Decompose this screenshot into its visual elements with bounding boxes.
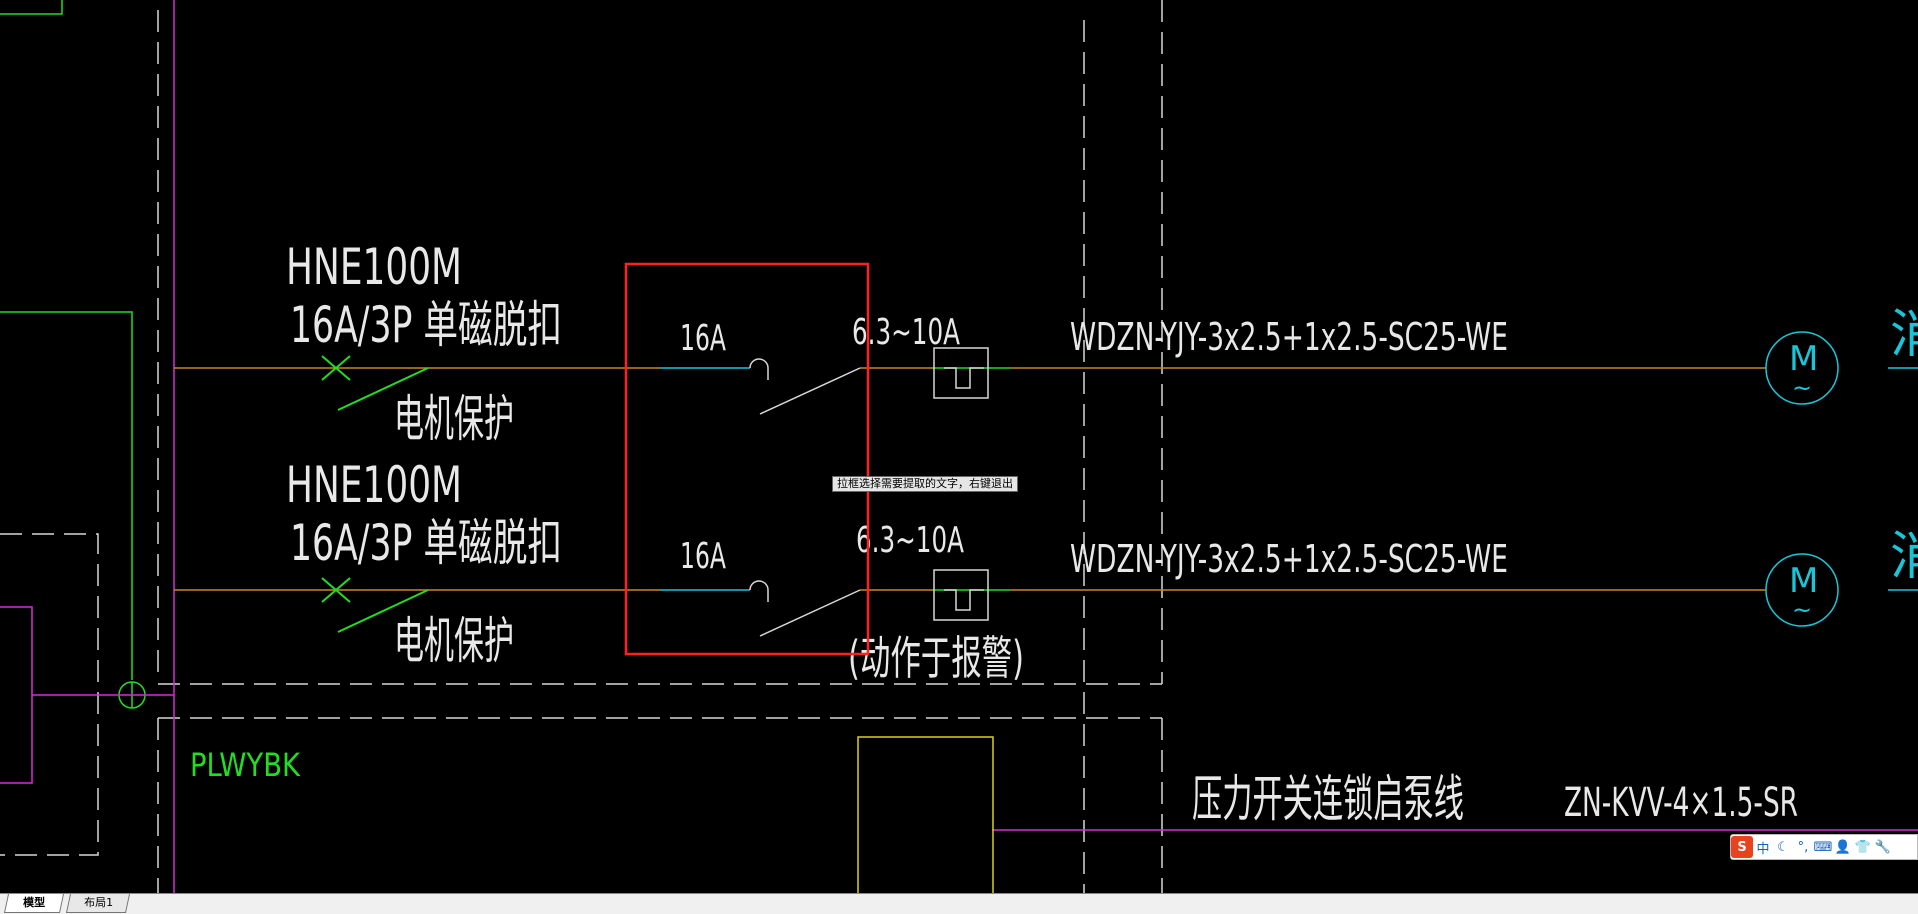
row2-breaker-model: HNE100M bbox=[286, 456, 462, 514]
wrench-icon[interactable]: 🔧 bbox=[1874, 839, 1892, 855]
row1-protection-label: 电机保护 bbox=[394, 390, 514, 448]
cad-drawing-canvas[interactable]: HNE100M 16A/3P 单磁脱扣 电机保护 16A 6.3~10A WDZ… bbox=[0, 0, 1918, 893]
yellow-equipment-box bbox=[857, 736, 994, 893]
layout-tab-bar: 模型 布局1 bbox=[0, 893, 1918, 914]
row2-breaker-rating: 16A/3P 单磁脱扣 bbox=[290, 514, 562, 572]
row1-motor-wave: ~ bbox=[1792, 374, 1812, 402]
interlock-cable-spec: ZN-KVV-4×1.5-SR bbox=[1564, 780, 1798, 826]
row1-breaker-model: HNE100M bbox=[286, 238, 462, 296]
row2-motor-symbol: M bbox=[1789, 561, 1818, 601]
row2-cable-spec: WDZN-YJY-3x2.5+1x2.5-SC25-WE bbox=[1070, 537, 1508, 581]
interlock-label: 压力开关连锁启泵线 bbox=[1192, 770, 1464, 828]
row2-protection-label: 电机保护 bbox=[394, 612, 514, 670]
row1-cable-spec: WDZN-YJY-3x2.5+1x2.5-SC25-WE bbox=[1070, 315, 1508, 359]
ime-toolbar[interactable]: S 中 ☾ °, ⌨ 👤 👕 🔧 bbox=[1730, 834, 1918, 860]
command-tooltip: 拉框选择需要提取的文字，右键退出 bbox=[832, 476, 1018, 492]
keyboard-icon[interactable]: ⌨ bbox=[1813, 839, 1833, 855]
selection-rectangle[interactable] bbox=[624, 262, 870, 656]
circuit-row-2 bbox=[174, 553, 1918, 637]
ime-mode-toggle[interactable]: 中 bbox=[1756, 841, 1770, 857]
row1-cutoff-label: 消 bbox=[1890, 305, 1918, 365]
moon-icon[interactable]: ☾ bbox=[1777, 839, 1789, 855]
row1-breaker-rating: 16A/3P 单磁脱扣 bbox=[290, 296, 562, 354]
row2-alarm-note: (动作于报警) bbox=[848, 631, 1024, 685]
row1-fuse-rating: 16A bbox=[680, 318, 726, 359]
green-control-wiring bbox=[0, 0, 146, 709]
row1-overload-range: 6.3~10A bbox=[852, 312, 960, 353]
punctuation-icon[interactable]: °, bbox=[1797, 839, 1809, 855]
panel-label: PLWYBK bbox=[190, 746, 301, 784]
user-icon[interactable]: 👤 bbox=[1834, 839, 1852, 855]
row2-fuse-rating: 16A bbox=[680, 536, 726, 577]
row1-motor-symbol: M bbox=[1789, 339, 1818, 379]
shirt-icon[interactable]: 👕 bbox=[1854, 839, 1872, 855]
row2-overload-range: 6.3~10A bbox=[856, 520, 964, 561]
sogou-logo-icon[interactable]: S bbox=[1731, 836, 1753, 858]
tab-layout1[interactable]: 布局1 bbox=[65, 894, 131, 913]
row2-cutoff-label: 消 bbox=[1890, 527, 1918, 587]
tab-model[interactable]: 模型 bbox=[3, 894, 65, 913]
magenta-lines bbox=[0, 0, 1918, 893]
circuit-row-1 bbox=[174, 331, 1918, 415]
row2-motor-wave: ~ bbox=[1792, 596, 1812, 624]
